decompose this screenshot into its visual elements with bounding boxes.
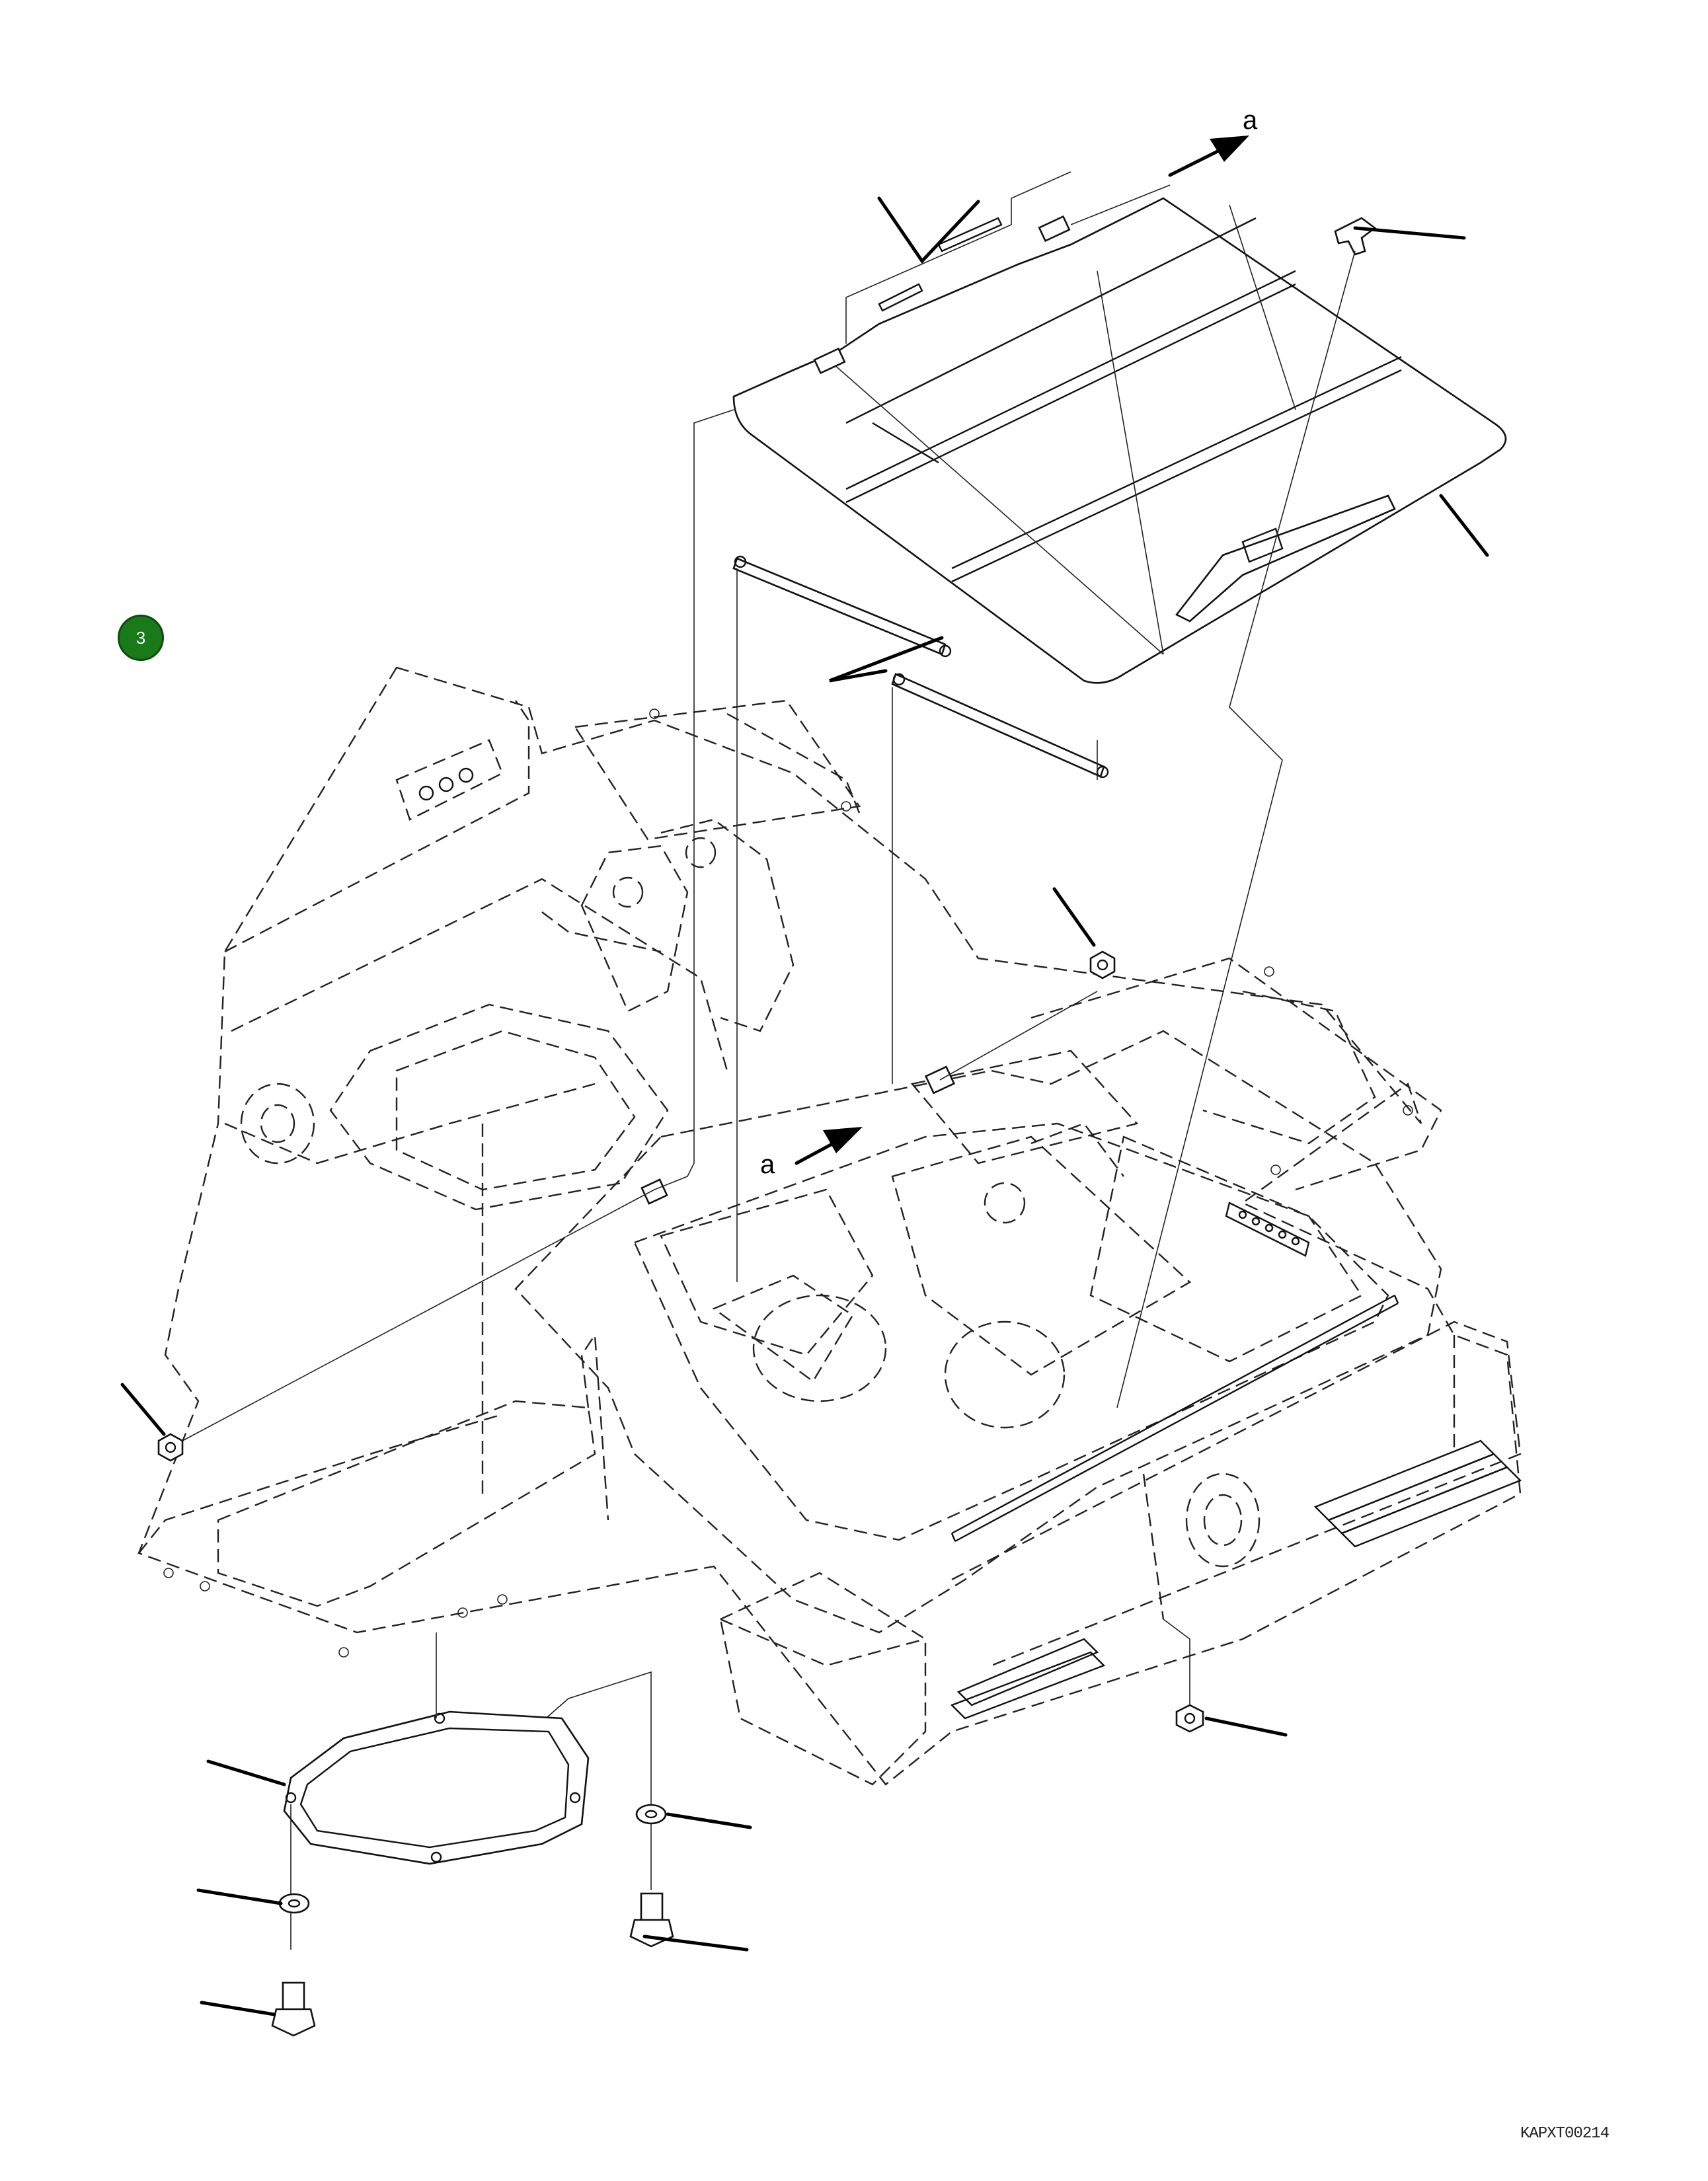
latch — [1116, 217, 1377, 1408]
view-label-a-top: a — [1243, 106, 1258, 135]
gas-springs — [732, 555, 1109, 1282]
floor-plate — [732, 197, 1507, 684]
sheet-marker-badge: 3 — [118, 615, 164, 661]
hinge-pins — [813, 171, 1171, 375]
view-label-a-center: a — [760, 1150, 775, 1179]
fasteners — [157, 409, 1204, 2037]
sheet-marker-number: 3 — [136, 627, 146, 648]
view-arrows — [795, 135, 1249, 1165]
leader-lines — [120, 196, 1489, 2016]
figure-reference-code: KAPXT00214 — [1520, 2125, 1610, 2143]
main-frame — [137, 666, 1522, 1786]
